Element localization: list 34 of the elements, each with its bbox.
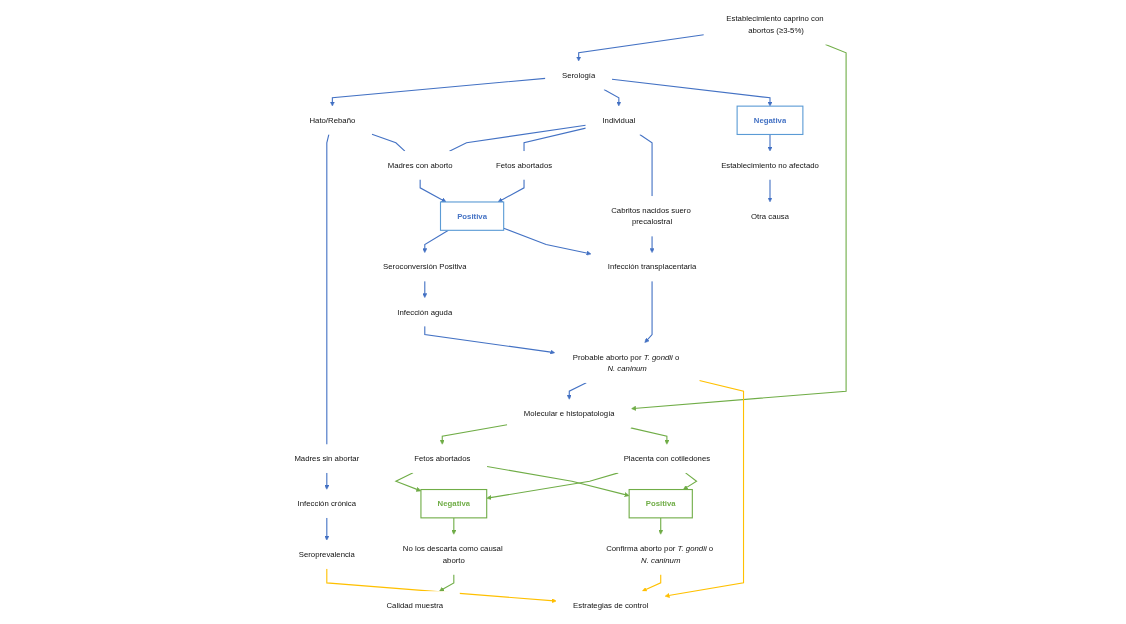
arrow <box>439 574 455 592</box>
arrow <box>324 517 330 541</box>
arrow <box>486 472 619 500</box>
arrow <box>326 568 557 604</box>
arrow <box>603 88 622 107</box>
connector <box>326 133 330 446</box>
connector <box>639 133 653 197</box>
arrow <box>641 574 662 592</box>
arrow <box>451 517 457 535</box>
arrow <box>566 382 587 400</box>
connector <box>371 133 406 152</box>
arrow <box>424 325 556 355</box>
arrow <box>644 280 653 344</box>
arrow <box>631 43 847 411</box>
arrow <box>439 424 508 445</box>
arrow <box>422 280 428 299</box>
arrow <box>664 379 745 598</box>
arrow <box>767 178 773 203</box>
arrow <box>503 227 592 256</box>
arrow <box>767 133 773 152</box>
arrow <box>611 78 773 107</box>
connector <box>523 127 587 152</box>
arrow <box>576 34 705 62</box>
arrow <box>630 427 670 445</box>
arrow <box>649 235 655 254</box>
arrow <box>324 472 330 490</box>
connector <box>448 124 587 152</box>
arrow <box>497 178 525 203</box>
arrow <box>486 465 630 497</box>
arrow <box>329 77 546 107</box>
arrow <box>394 472 422 492</box>
arrow <box>422 229 449 254</box>
arrow <box>683 472 698 490</box>
arrow <box>419 178 447 203</box>
